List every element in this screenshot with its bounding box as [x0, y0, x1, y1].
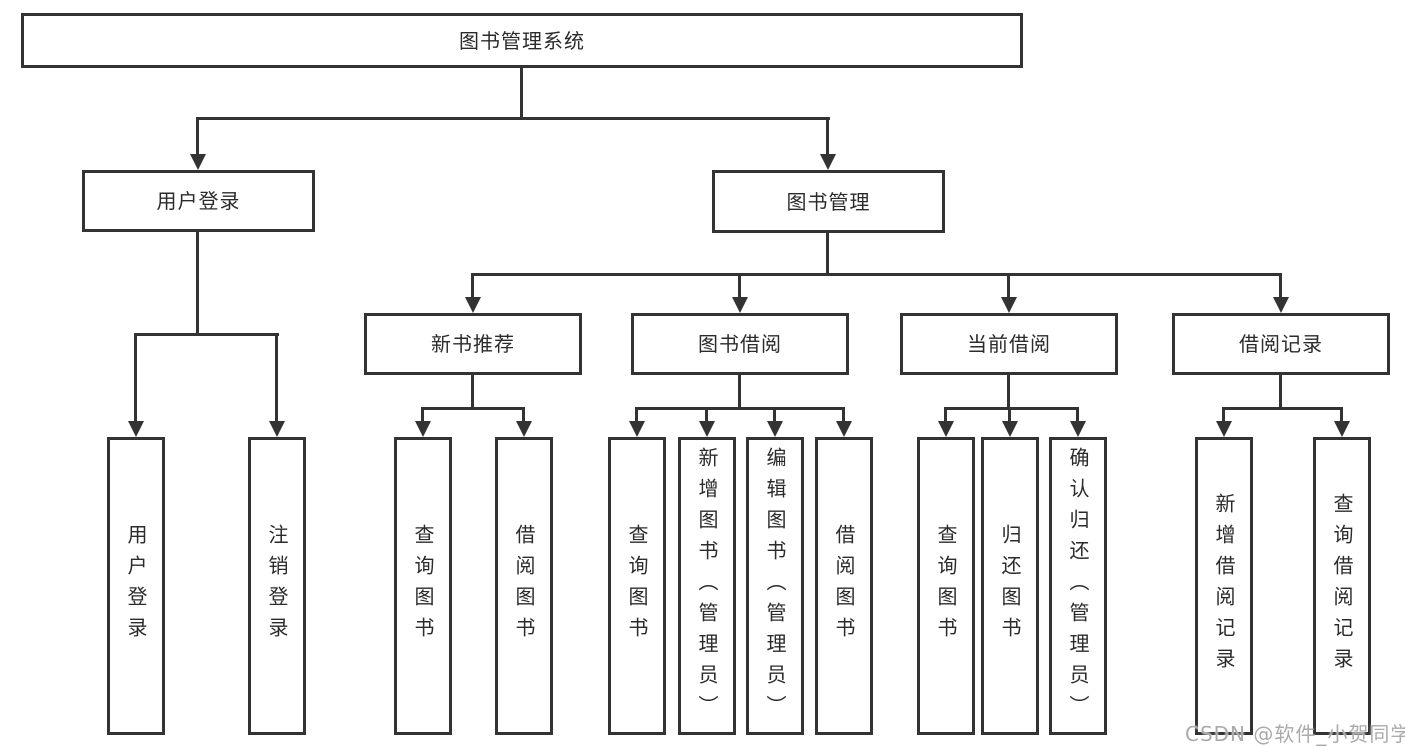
connector-stem-new-book-rec — [471, 273, 474, 299]
connector-stem-edit-book — [773, 407, 776, 423]
connector-group2-horizontal — [635, 407, 845, 410]
node-leaf-logout: 注销登录 — [248, 437, 306, 735]
node-leaf-query-book-b-label: 查询图书 — [625, 524, 649, 648]
node-user-login-label: 用户登录 — [156, 189, 241, 213]
node-leaf-query-book-a: 查询图书 — [394, 437, 452, 735]
node-leaf-query-record-label: 查询借阅记录 — [1330, 493, 1354, 679]
node-new-book-rec: 新书推荐 — [364, 313, 582, 375]
connector-level3-horizontal — [471, 273, 1282, 276]
node-leaf-user-login: 用户登录 — [107, 437, 165, 735]
node-root: 图书管理系统 — [21, 13, 1023, 68]
arrowhead-user-login-icon — [190, 154, 206, 170]
node-leaf-confirm-return-label: 确认归还（管理员） — [1066, 446, 1090, 726]
arrowhead-leaf-user-login-icon — [128, 421, 144, 437]
connector-user-login-down — [196, 232, 199, 336]
node-current-borrow: 当前借阅 — [900, 313, 1118, 375]
connector-stem-query-book-b — [635, 407, 638, 423]
node-book-borrow-label: 图书借阅 — [698, 332, 782, 356]
connector-stem-query-book-a — [421, 407, 424, 423]
arrowhead-confirm-return-icon — [1070, 421, 1086, 437]
connector-new-book-rec-down — [471, 375, 474, 409]
connector-stem-leaf-logout — [275, 333, 278, 423]
node-book-mgmt: 图书管理 — [712, 170, 945, 233]
node-leaf-add-book: 新增图书（管理员） — [678, 437, 736, 735]
connector-stem-add-record — [1222, 407, 1225, 423]
node-leaf-query-book-a-label: 查询图书 — [411, 524, 435, 648]
node-leaf-borrow-book-b-label: 借阅图书 — [832, 524, 856, 648]
connector-stem-add-book — [705, 407, 708, 423]
node-borrow-record-label: 借阅记录 — [1239, 332, 1323, 356]
node-leaf-return-book: 归还图书 — [981, 437, 1039, 735]
connector-stem-book-borrow — [738, 273, 741, 299]
node-leaf-query-record: 查询借阅记录 — [1313, 437, 1371, 735]
connector-stem-leaf-user-login — [134, 333, 137, 423]
connector-current-borrow-down — [1007, 375, 1010, 409]
arrowhead-borrow-record-icon — [1273, 297, 1289, 313]
node-leaf-return-book-label: 归还图书 — [998, 524, 1022, 648]
node-leaf-edit-book-label: 编辑图书（管理员） — [763, 446, 787, 726]
connector-book-borrow-down — [738, 375, 741, 409]
csdn-watermark: CSDN @软件_小贺同学 — [1185, 722, 1405, 746]
node-leaf-borrow-book-b: 借阅图书 — [815, 437, 873, 735]
node-leaf-add-book-label: 新增图书（管理员） — [695, 446, 719, 726]
node-leaf-query-book-c-label: 查询图书 — [934, 524, 958, 648]
connector-stem-query-record — [1340, 407, 1343, 423]
node-leaf-query-book-c: 查询图书 — [917, 437, 975, 735]
node-leaf-confirm-return: 确认归还（管理员） — [1049, 437, 1107, 735]
node-new-book-rec-label: 新书推荐 — [431, 332, 515, 356]
arrowhead-book-borrow-icon — [732, 297, 748, 313]
node-leaf-borrow-book-a: 借阅图书 — [495, 437, 553, 735]
node-leaf-user-login-label: 用户登录 — [124, 524, 148, 648]
connector-stem-return-book — [1008, 407, 1011, 423]
arrowhead-return-book-icon — [1002, 421, 1018, 437]
arrowhead-current-borrow-icon — [1001, 297, 1017, 313]
arrowhead-add-book-icon — [699, 421, 715, 437]
arrowhead-edit-book-icon — [767, 421, 783, 437]
connector-stem-book-mgmt — [826, 117, 829, 155]
arrowhead-book-mgmt-icon — [820, 154, 836, 170]
connector-group1-horizontal — [421, 407, 525, 410]
arrowhead-query-book-b-icon — [629, 421, 645, 437]
connector-login-group-horizontal — [134, 333, 279, 336]
connector-stem-user-login — [196, 117, 199, 155]
node-leaf-edit-book: 编辑图书（管理员） — [746, 437, 804, 735]
node-leaf-query-book-b: 查询图书 — [608, 437, 666, 735]
arrowhead-leaf-logout-icon — [269, 421, 285, 437]
node-leaf-add-record-label: 新增借阅记录 — [1212, 493, 1236, 679]
node-leaf-borrow-book-a-label: 借阅图书 — [512, 524, 536, 648]
connector-borrow-record-down — [1279, 375, 1282, 409]
connector-stem-borrow-record — [1279, 273, 1282, 299]
node-book-borrow: 图书借阅 — [631, 313, 849, 375]
arrowhead-borrow-book-b-icon — [836, 421, 852, 437]
connector-root-stem — [520, 68, 523, 120]
connector-stem-current-borrow — [1007, 273, 1010, 299]
node-borrow-record: 借阅记录 — [1172, 313, 1390, 375]
connector-stem-borrow-book-b — [842, 407, 845, 423]
node-current-borrow-label: 当前借阅 — [967, 332, 1051, 356]
arrowhead-query-record-icon — [1334, 421, 1350, 437]
node-book-mgmt-label: 图书管理 — [786, 189, 871, 214]
connector-group3-horizontal — [944, 407, 1079, 410]
node-leaf-logout-label: 注销登录 — [265, 524, 289, 648]
connector-book-mgmt-down — [826, 233, 829, 276]
connector-stem-confirm-return — [1076, 407, 1079, 423]
connector-group4-horizontal — [1222, 407, 1343, 410]
node-root-label: 图书管理系统 — [459, 28, 585, 53]
node-user-login: 用户登录 — [82, 170, 315, 232]
connector-stem-borrow-book-a — [522, 407, 525, 423]
connector-level2-horizontal — [196, 117, 830, 120]
arrowhead-new-book-rec-icon — [465, 297, 481, 313]
arrowhead-borrow-book-a-icon — [516, 421, 532, 437]
arrowhead-query-book-c-icon — [938, 421, 954, 437]
connector-stem-query-book-c — [944, 407, 947, 423]
arrowhead-query-book-a-icon — [415, 421, 431, 437]
node-leaf-add-record: 新增借阅记录 — [1195, 437, 1253, 735]
arrowhead-add-record-icon — [1216, 421, 1232, 437]
